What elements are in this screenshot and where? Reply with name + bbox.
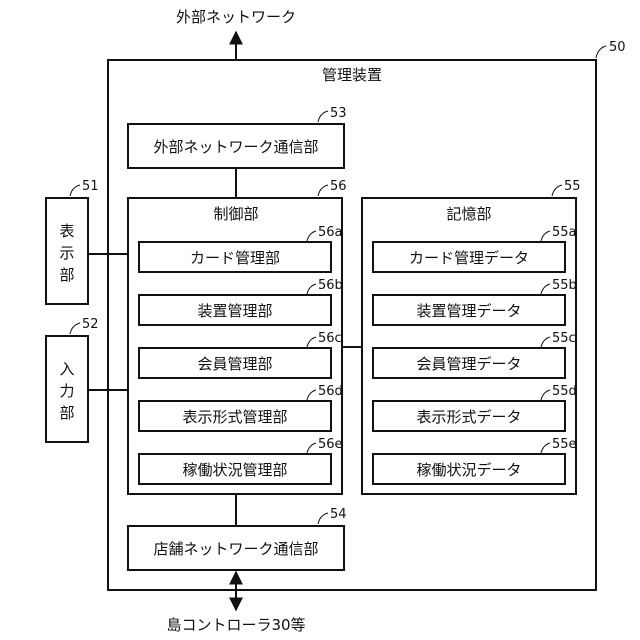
control-item-label: カード管理部 (190, 249, 280, 267)
display-unit-char-2: 示 (59, 244, 74, 262)
input-unit-char-2: 力 (59, 382, 74, 400)
input-unit-char-1: 入 (59, 360, 74, 378)
control-item-ref: 56c (318, 331, 342, 346)
external-network-label: 外部ネットワーク (176, 8, 296, 26)
storage-item-label: 稼働状況データ (416, 461, 521, 479)
storage-item-ref: 55e (552, 437, 577, 452)
display-unit-char-3: 部 (59, 266, 74, 284)
display-unit-char-1: 表 (59, 222, 74, 240)
control-item-ref: 56e (318, 437, 343, 452)
management-device-leader (596, 46, 606, 58)
control-item-label: 装置管理部 (197, 302, 272, 320)
control-unit-title: 制御部 (213, 205, 258, 223)
storage-item-label: カード管理データ (409, 249, 529, 267)
input-unit-leader (70, 323, 80, 334)
control-item-label: 稼働状況管理部 (182, 461, 287, 479)
store-controller-label: 島コントローラ30等 (166, 616, 305, 634)
storage-item-ref: 55d (552, 384, 577, 399)
external-comm-ref: 53 (330, 106, 347, 121)
storage-item-label: 表示形式データ (416, 408, 521, 426)
management-device-ref: 50 (609, 40, 626, 55)
storage-item-ref: 55b (552, 278, 577, 293)
storage-item-ref: 55c (552, 331, 576, 346)
input-unit-ref: 52 (82, 317, 99, 332)
input-unit-char-3: 部 (59, 404, 74, 422)
storage-item-label: 装置管理データ (416, 302, 521, 320)
storage-unit-ref: 55 (564, 179, 581, 194)
control-unit-ref: 56 (330, 179, 347, 194)
control-item-label: 表示形式管理部 (182, 408, 287, 426)
control-item-ref: 56b (318, 278, 343, 293)
display-unit-ref: 51 (82, 179, 99, 194)
display-unit-leader (70, 185, 80, 196)
control-item-label: 会員管理部 (197, 355, 272, 373)
storage-item-label: 会員管理データ (416, 355, 521, 373)
storage-unit-title: 記憶部 (446, 205, 491, 223)
management-device-title: 管理装置 (322, 66, 382, 84)
control-item-ref: 56d (318, 384, 343, 399)
store-comm-label: 店舗ネットワーク通信部 (153, 540, 318, 558)
control-item-ref: 56a (318, 225, 343, 240)
store-comm-ref: 54 (330, 507, 347, 522)
external-comm-label: 外部ネットワーク通信部 (153, 138, 318, 156)
storage-item-ref: 55a (552, 225, 577, 240)
